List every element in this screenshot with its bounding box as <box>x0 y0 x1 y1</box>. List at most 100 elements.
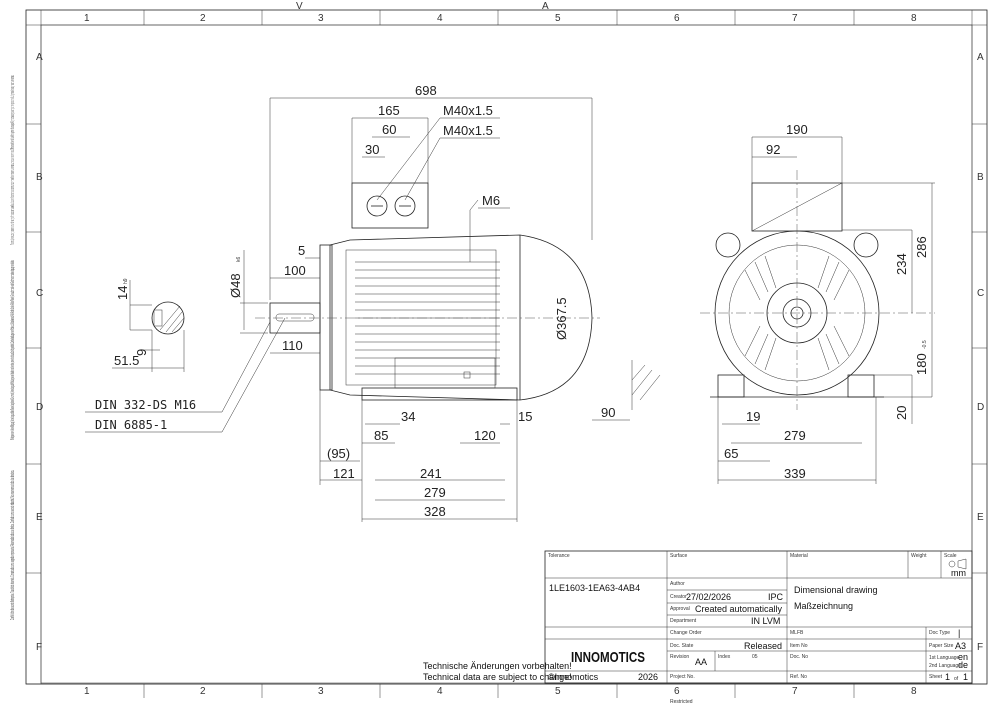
cable-gland-1 <box>366 195 388 217</box>
tb-index-label: Index <box>718 654 731 660</box>
base-hatch <box>631 360 661 410</box>
tb-project-label: Project No. <box>670 674 695 680</box>
tb-creator-date: 27/02/2026 <box>686 592 731 602</box>
side-note-bottom: Confié à titre de secret d'entreprise. T… <box>10 470 16 620</box>
foot-left <box>717 374 745 398</box>
dim-len-110: 110 <box>282 338 303 353</box>
tb-part-number: 1LE1603-1EA63-4AB4 <box>549 583 640 593</box>
col-label-3-bottom: 3 <box>318 686 324 697</box>
tb-surface-label: Surface <box>670 553 687 559</box>
dim-foot-90: 90 <box>601 405 615 420</box>
dim-foot-279: 279 <box>424 485 446 500</box>
tb-item-no-label: Item No <box>790 643 808 649</box>
col-label-8: 8 <box>911 13 917 24</box>
dim-shaft-dia: Ø48 <box>228 273 243 298</box>
dim-key-9: 9 <box>134 349 149 356</box>
end-fin-lines <box>744 255 850 371</box>
col-label-8-bottom: 8 <box>911 686 917 697</box>
row-label-c: C <box>36 288 43 299</box>
projection-icon <box>948 558 967 570</box>
row-label-c-right: C <box>977 288 984 299</box>
col-label-5-bottom: 5 <box>555 686 561 697</box>
row-label-a-right: A <box>977 52 984 63</box>
tb-title-en: Dimensional drawing <box>794 585 878 595</box>
dim-overall-length: 698 <box>415 83 437 98</box>
tb-creator-label: Creator <box>670 594 687 600</box>
row-label-e: E <box>36 512 43 523</box>
col-label-6-bottom: 6 <box>674 686 680 697</box>
tb-sheet-label: Sheet <box>929 674 943 680</box>
tb-sheet-of: of <box>954 676 959 682</box>
side-note-top: Transmittal, reproduction, dissemination… <box>10 75 16 245</box>
dim-len-100: 100 <box>284 263 306 278</box>
dim-paren-95: (95) <box>327 446 350 461</box>
tb-weight-label: Weight <box>911 553 927 559</box>
dim-end-234: 234 <box>894 253 909 275</box>
dim-end-190: 190 <box>786 122 808 137</box>
tb-lang1-value: en <box>958 652 968 662</box>
tb-creator-dept: IPC <box>768 592 784 602</box>
innomotics-logo: INNOMOTICS <box>571 649 645 666</box>
cable-gland-2 <box>394 195 416 217</box>
row-label-d: D <box>36 402 43 413</box>
dim-foot-120: 120 <box>474 428 496 443</box>
dim-key-14-tol: h9 <box>123 278 129 284</box>
tb-year: 2026 <box>638 672 658 682</box>
tb-approval-label: Approval <box>670 606 690 612</box>
tb-revision-label: Revision <box>670 654 689 660</box>
earth-thread: M6 <box>482 193 500 208</box>
tb-paper-size-label: Paper Size <box>929 643 954 649</box>
top-mark-v: V <box>296 1 303 12</box>
tb-lang1-label: 1st Language <box>929 655 960 661</box>
tb-author-label: Author <box>670 581 685 587</box>
dim-foot-241: 241 <box>420 466 442 481</box>
dim-end-65: 65 <box>724 446 738 461</box>
tb-title-de: Maßzeichnung <box>794 601 853 611</box>
tb-copyright: ©Innomotics <box>548 672 599 682</box>
col-label-2-bottom: 2 <box>200 686 206 697</box>
end-view <box>700 170 935 410</box>
tb-change-order-label: Change Order <box>670 630 702 636</box>
shaft-key <box>275 313 315 322</box>
dim-end-180: 180 <box>914 353 929 375</box>
dim-foot-328: 328 <box>424 504 446 519</box>
tb-sheet-value: 1 <box>945 672 950 682</box>
dim-foot-121: 121 <box>333 466 355 481</box>
dim-key-51-5: 51.5 <box>114 353 139 368</box>
tb-lang2-value: de <box>958 660 968 670</box>
tb-doc-no-label: Doc. No <box>790 654 808 660</box>
lifting-eye-right <box>853 232 879 258</box>
col-label-1: 1 <box>84 13 90 24</box>
dim-end-19: 19 <box>746 409 760 424</box>
din-332-note: DIN 332-DS M16 <box>95 398 196 412</box>
col-label-4-bottom: 4 <box>437 686 443 697</box>
tb-scale-label: Scale <box>944 553 957 559</box>
tb-doc-type-value: | <box>958 628 960 638</box>
dim-terminal-30: 30 <box>365 142 379 157</box>
row-label-a: A <box>36 52 43 63</box>
tb-tolerance-label: Tolerance <box>548 553 570 559</box>
row-label-d-right: D <box>977 402 984 413</box>
dim-end-286: 286 <box>914 236 929 258</box>
gland-thread-2: M40x1.5 <box>443 123 493 138</box>
tb-doc-state-label: Doc. State <box>670 643 694 649</box>
din-6885-note: DIN 6885-1 <box>95 418 167 432</box>
dim-key-14: 14 <box>115 286 130 300</box>
tb-material-label: Material <box>790 553 808 559</box>
dim-foot-15: 15 <box>518 409 532 424</box>
grid-ticks <box>26 10 987 698</box>
side-view <box>255 182 661 410</box>
tb-department-value: IN LVM <box>751 616 780 626</box>
tb-doc-state-value: Released <box>744 641 782 651</box>
dim-end-339: 339 <box>784 466 806 481</box>
restricted-label: Restricted <box>670 699 693 705</box>
tb-mlfb-label: MLFB <box>790 630 804 636</box>
row-label-b-right: B <box>977 172 984 183</box>
col-label-5: 5 <box>555 13 561 24</box>
dim-end-92: 92 <box>766 142 780 157</box>
tb-revision-value: AA <box>695 657 707 667</box>
dim-foot-34: 34 <box>401 409 415 424</box>
row-label-e-right: E <box>977 512 984 523</box>
tb-lang2-label: 2nd Language <box>929 663 961 669</box>
